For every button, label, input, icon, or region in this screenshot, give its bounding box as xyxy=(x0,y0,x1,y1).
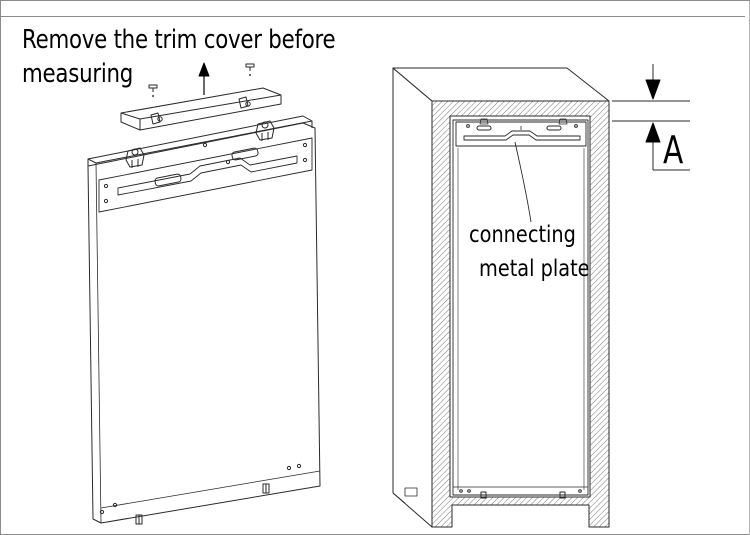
cabinet-top-panel xyxy=(392,67,610,102)
door-bottom-details xyxy=(99,463,321,525)
connecting-metal-plate xyxy=(455,118,587,147)
screw-right-icon xyxy=(245,63,255,76)
inner-door-face xyxy=(452,119,589,496)
door-panel xyxy=(87,115,321,525)
cabinet-side-panel xyxy=(392,67,433,528)
screw-left-icon xyxy=(148,84,158,97)
callout-label-line-2: metal plate xyxy=(479,256,590,282)
instruction-caption-line-1: Remove the trim cover before xyxy=(22,25,336,55)
callout-label-line-1: connecting xyxy=(469,222,576,248)
instruction-caption-line-2: measuring xyxy=(22,59,134,89)
callout-leader-line xyxy=(514,141,532,223)
remove-direction-arrow-icon xyxy=(198,62,210,95)
door-top-edge xyxy=(87,115,313,166)
hinge-bracket-left xyxy=(125,147,145,168)
trim-cover xyxy=(120,87,282,131)
cabinet xyxy=(392,67,610,528)
cabinet-bottom-details xyxy=(453,486,588,499)
door-outline xyxy=(87,122,321,524)
door-mounting-plate xyxy=(98,137,313,213)
header-rule xyxy=(0,16,745,17)
dimension-marker xyxy=(612,64,690,171)
hinge-bracket-right xyxy=(255,120,275,141)
dimension-label: A xyxy=(663,128,684,172)
cabinet-front-frame xyxy=(431,100,610,528)
